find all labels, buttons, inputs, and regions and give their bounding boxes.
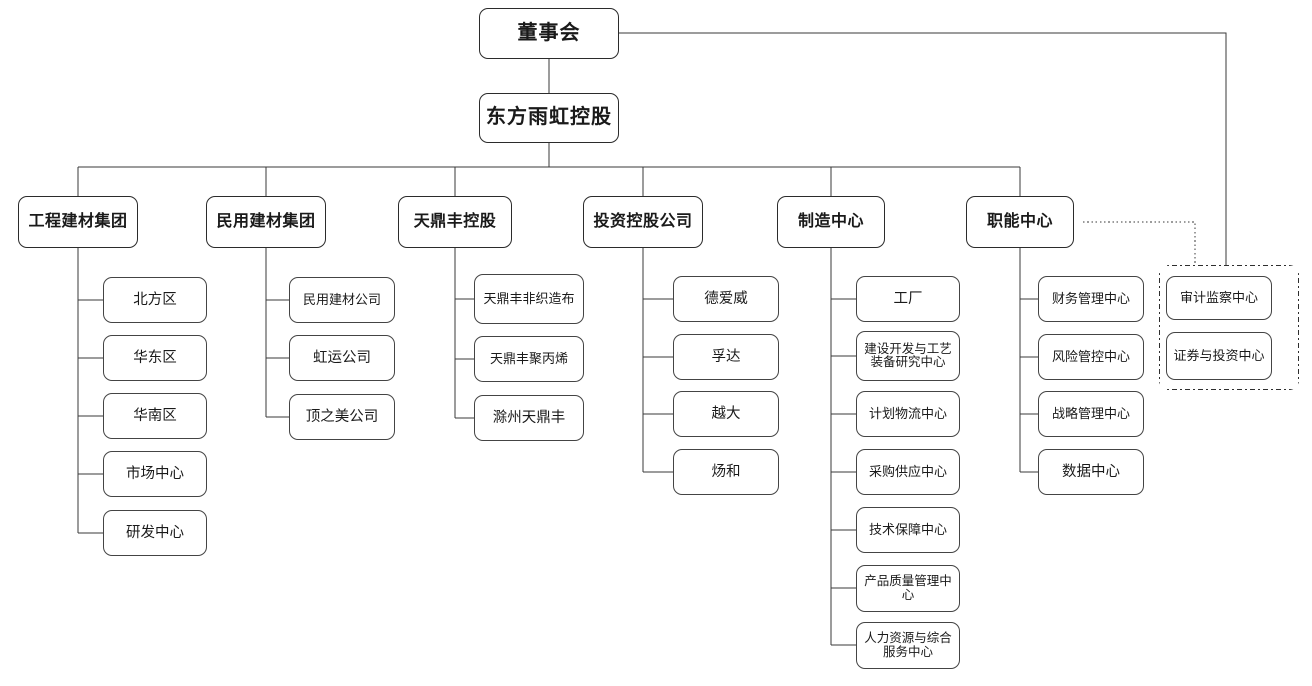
node-engineering-child-1[interactable]: 华东区 (103, 335, 207, 381)
node-civil-child-0[interactable]: 民用建材公司 (289, 277, 395, 323)
node-manufacturing-child-3[interactable]: 采购供应中心 (856, 449, 960, 495)
node-division-civil[interactable]: 民用建材集团 (206, 196, 326, 248)
wire-dotted-functional-to-audit (1083, 221, 1196, 265)
node-securities-investment-center[interactable]: 证券与投资中心 (1166, 332, 1272, 380)
node-division-civil-label: 民用建材集团 (216, 212, 316, 230)
node-division-functional-label: 职能中心 (986, 212, 1053, 230)
node-holding-label: 东方雨虹控股 (486, 106, 612, 129)
node-label: 建设开发与工艺装备研究中心 (864, 341, 952, 369)
node-division-functional[interactable]: 职能中心 (966, 196, 1074, 248)
node-label: 顶之美公司 (305, 408, 379, 425)
node-functional-child-2[interactable]: 战略管理中心 (1038, 391, 1144, 437)
node-manufacturing-child-2[interactable]: 计划物流中心 (856, 391, 960, 437)
node-division-tiandingfeng[interactable]: 天鼎丰控股 (398, 196, 512, 248)
wire-board-to-audit-group (619, 32, 1227, 265)
node-engineering-child-4[interactable]: 研发中心 (103, 510, 207, 556)
node-division-investment-label: 投资控股公司 (593, 212, 693, 230)
node-label: 北方区 (133, 291, 177, 308)
node-label: 数据中心 (1062, 463, 1120, 480)
node-label: 民用建材公司 (302, 291, 381, 307)
node-label: 市场中心 (126, 465, 184, 482)
node-investment-child-0[interactable]: 德爱威 (673, 276, 779, 322)
node-label: 审计监察中心 (1179, 289, 1258, 305)
node-civil-child-1[interactable]: 虹运公司 (289, 335, 395, 381)
node-manufacturing-child-6[interactable]: 人力资源与综合服务中心 (856, 622, 960, 669)
node-label: 工厂 (893, 290, 923, 307)
node-label: 研发中心 (126, 524, 184, 541)
node-tiandingfeng-child-0[interactable]: 天鼎丰非织造布 (474, 274, 584, 324)
node-manufacturing-child-4[interactable]: 技术保障中心 (856, 507, 960, 553)
node-holding[interactable]: 东方雨虹控股 (479, 93, 619, 143)
node-label: 战略管理中心 (1051, 405, 1130, 421)
node-label: 天鼎丰聚丙烯 (489, 350, 568, 366)
node-division-investment[interactable]: 投资控股公司 (583, 196, 703, 248)
node-division-engineering-label: 工程建材集团 (28, 212, 128, 230)
node-board[interactable]: 董事会 (479, 8, 619, 59)
node-division-engineering[interactable]: 工程建材集团 (18, 196, 138, 248)
node-civil-child-2[interactable]: 顶之美公司 (289, 394, 395, 440)
node-engineering-child-3[interactable]: 市场中心 (103, 451, 207, 497)
node-division-tiandingfeng-label: 天鼎丰控股 (413, 212, 497, 230)
node-division-manufacturing-label: 制造中心 (797, 212, 864, 230)
node-label: 风险管控中心 (1051, 348, 1130, 364)
node-investment-child-1[interactable]: 孚达 (673, 334, 779, 380)
node-engineering-child-0[interactable]: 北方区 (103, 277, 207, 323)
node-label: 天鼎丰非织造布 (483, 290, 575, 306)
node-label: 产品质量管理中心 (864, 574, 952, 602)
node-label: 技术保障中心 (868, 521, 947, 537)
node-functional-child-3[interactable]: 数据中心 (1038, 449, 1144, 495)
node-label: 财务管理中心 (1051, 290, 1130, 306)
node-functional-child-1[interactable]: 风险管控中心 (1038, 334, 1144, 380)
node-investment-child-2[interactable]: 越大 (673, 391, 779, 437)
node-label: 德爱威 (704, 290, 748, 307)
node-board-label: 董事会 (517, 21, 581, 44)
node-label: 孚达 (711, 348, 741, 365)
node-label: 计划物流中心 (868, 405, 947, 421)
node-label: 采购供应中心 (868, 463, 947, 479)
node-label: 华南区 (133, 407, 177, 424)
node-label: 炀和 (711, 463, 741, 480)
node-tiandingfeng-child-1[interactable]: 天鼎丰聚丙烯 (474, 336, 584, 382)
node-audit-center[interactable]: 审计监察中心 (1166, 276, 1272, 320)
node-label: 华东区 (133, 349, 177, 366)
node-division-manufacturing[interactable]: 制造中心 (777, 196, 885, 248)
node-manufacturing-child-1[interactable]: 建设开发与工艺装备研究中心 (856, 331, 960, 381)
node-label: 越大 (711, 405, 741, 422)
node-investment-child-3[interactable]: 炀和 (673, 449, 779, 495)
node-tiandingfeng-child-2[interactable]: 滁州天鼎丰 (474, 395, 584, 441)
node-label: 人力资源与综合服务中心 (864, 631, 952, 659)
node-label: 证券与投资中心 (1173, 347, 1265, 363)
node-manufacturing-child-0[interactable]: 工厂 (856, 276, 960, 322)
node-functional-child-0[interactable]: 财务管理中心 (1038, 276, 1144, 322)
node-label: 虹运公司 (313, 349, 371, 366)
node-manufacturing-child-5[interactable]: 产品质量管理中心 (856, 565, 960, 612)
node-engineering-child-2[interactable]: 华南区 (103, 393, 207, 439)
node-label: 滁州天鼎丰 (492, 409, 566, 426)
